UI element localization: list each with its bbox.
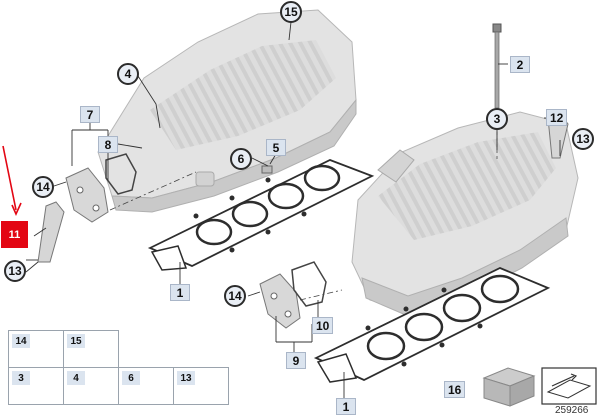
legend-label-15: 15 — [67, 334, 85, 348]
callout-16[interactable]: 16 — [444, 381, 466, 398]
callout-10[interactable]: 10 — [312, 317, 334, 334]
callout-12[interactable]: 12 — [546, 109, 568, 126]
lifting-eye-left — [37, 201, 65, 263]
callout-11[interactable]: 11 — [1, 221, 28, 248]
callout-14-mid[interactable]: 14 — [224, 285, 246, 307]
reference-number: 259266 — [555, 405, 589, 416]
cover-plate-left — [65, 153, 137, 223]
callout-6[interactable]: 6 — [230, 148, 252, 170]
cover-plate-right — [259, 261, 327, 329]
callout-7[interactable]: 7 — [80, 106, 100, 123]
red-arrow — [2, 145, 17, 211]
legend-cell-6[interactable]: 6 — [118, 367, 174, 405]
head-gasket-lower — [313, 267, 551, 383]
center-lines — [109, 171, 343, 301]
sensor — [261, 165, 273, 174]
callout-4[interactable]: 4 — [117, 63, 139, 85]
reference-sign — [541, 367, 597, 405]
legend-label-14: 14 — [12, 334, 30, 348]
callout-3-right[interactable]: 3 — [486, 108, 508, 130]
legend-cell-4[interactable]: 4 — [63, 367, 119, 405]
callout-1-left[interactable]: 1 — [170, 284, 190, 301]
callout-13-right[interactable]: 13 — [572, 128, 594, 150]
leader-lines — [25, 21, 561, 406]
gasket-set-box — [482, 367, 536, 407]
callout-8[interactable]: 8 — [98, 136, 118, 153]
head-gasket-upper — [147, 159, 375, 271]
callout-13-left[interactable]: 13 — [4, 260, 26, 282]
red-arrow-head — [11, 202, 22, 216]
cylinder-head-left — [97, 9, 357, 213]
callout-15-top[interactable]: 15 — [280, 1, 302, 23]
legend-label-4: 4 — [67, 371, 85, 385]
legend-cell-13[interactable]: 13 — [173, 367, 229, 405]
legend-label-6: 6 — [122, 371, 140, 385]
legend-label-3: 3 — [12, 371, 30, 385]
cylinder-head-right — [351, 111, 579, 317]
legend-cell-14[interactable]: 14 — [8, 330, 64, 368]
callout-5[interactable]: 5 — [266, 139, 286, 156]
legend-cell-15[interactable]: 15 — [63, 330, 119, 368]
callout-1-bottom[interactable]: 1 — [336, 398, 356, 415]
callout-2[interactable]: 2 — [510, 56, 530, 73]
callout-9[interactable]: 9 — [286, 352, 306, 369]
legend-cell-3[interactable]: 3 — [8, 367, 64, 405]
legend-label-13: 13 — [177, 371, 195, 385]
callout-14-left[interactable]: 14 — [32, 176, 54, 198]
